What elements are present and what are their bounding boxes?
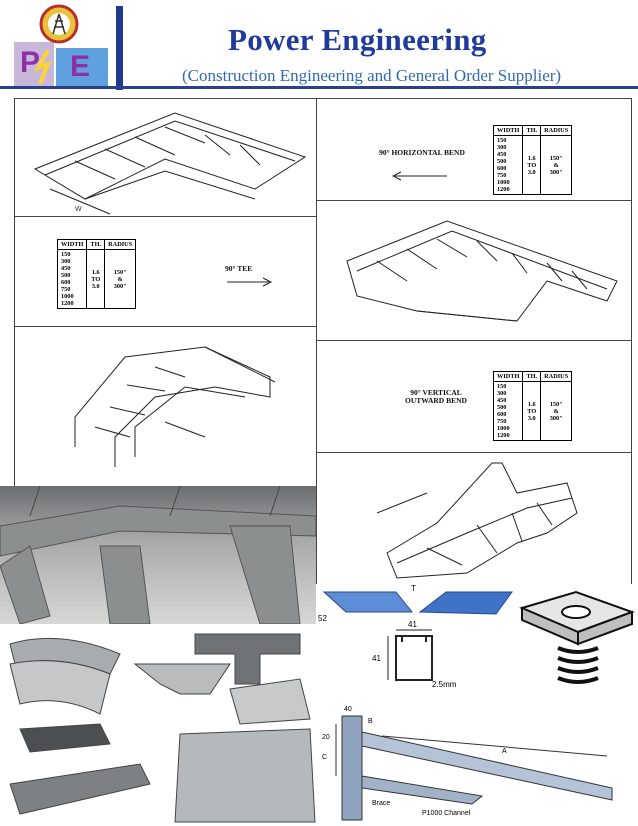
dim-w-label: W xyxy=(75,206,82,213)
col-header-width: WIDTH xyxy=(56,239,88,250)
brace-label: Brace xyxy=(372,800,391,807)
thickness-label: 2.5mm xyxy=(432,680,457,689)
dim-t-label: T xyxy=(411,584,416,593)
header-rule xyxy=(0,86,638,89)
drawing-panel-vertical-outward xyxy=(316,452,632,586)
dim-b-top-label: B xyxy=(368,718,373,725)
arrow-left-icon xyxy=(391,171,447,181)
arrow-right-icon xyxy=(227,277,273,287)
col-header-radius: RADIUS xyxy=(104,239,137,250)
logo-tower-icon xyxy=(52,13,66,35)
drawing-panel-vertical-inward xyxy=(14,326,318,488)
channel-label: P1000 Channel xyxy=(422,810,471,817)
tee-drawing xyxy=(346,220,618,322)
installed-tray-photo xyxy=(0,486,316,624)
strut-channel-drawing: 52 T 41 41 2.5mm xyxy=(316,584,516,696)
company-logo: P E xyxy=(4,4,116,88)
vertical-bend-drawing xyxy=(74,346,276,467)
dim-20-label: 20 xyxy=(322,734,330,741)
logo-e-block xyxy=(56,48,108,86)
logo-letter-p: P xyxy=(20,46,41,79)
horizontal-bend-drawing: W xyxy=(33,112,307,215)
tee-label: 90° TEE xyxy=(225,264,253,273)
spring-nut-image xyxy=(516,584,638,696)
dim-41-top-label: 41 xyxy=(408,620,417,629)
drawing-panel-horizontal-bend: W xyxy=(14,98,318,218)
horizontal-bend-label: 90° HORIZONTAL BEND xyxy=(379,148,465,157)
company-title: Power Engineering xyxy=(228,22,487,57)
dim-41-side-label: 41 xyxy=(372,654,381,663)
dim-40-label: 40 xyxy=(344,706,352,713)
col-header-thickness: TH. xyxy=(86,239,106,250)
dim-c-label: C xyxy=(322,754,328,761)
drawing-panel-tee-drawing xyxy=(316,200,632,342)
company-subtitle: (Construction Engineering and General Or… xyxy=(182,66,562,85)
channel-profile xyxy=(395,635,433,681)
cantilever-bracket-drawing: 40 B 20 C A Brace P1000 Channel xyxy=(322,696,638,826)
drawing-panel-vertical-outward-spec: 90° VERTICAL OUTWARD BEND WIDTH TH. RADI… xyxy=(316,340,632,454)
dim-52-label: 52 xyxy=(318,614,327,623)
radius-values: 150"&300" xyxy=(104,249,137,309)
dim-a-label: A xyxy=(502,748,507,755)
header-vertical-bar xyxy=(116,6,123,90)
logo-letter-e: E xyxy=(70,50,91,83)
drawing-panel-horizontal-spec: 90° HORIZONTAL BEND WIDTH TH. RADIUS 150… xyxy=(316,98,632,202)
tray-fittings-photo xyxy=(0,624,322,826)
lightning-bolt-icon xyxy=(33,49,52,85)
vertical-outward-drawing xyxy=(376,462,578,579)
vertical-outward-label: 90° VERTICAL OUTWARD BEND xyxy=(405,388,467,406)
